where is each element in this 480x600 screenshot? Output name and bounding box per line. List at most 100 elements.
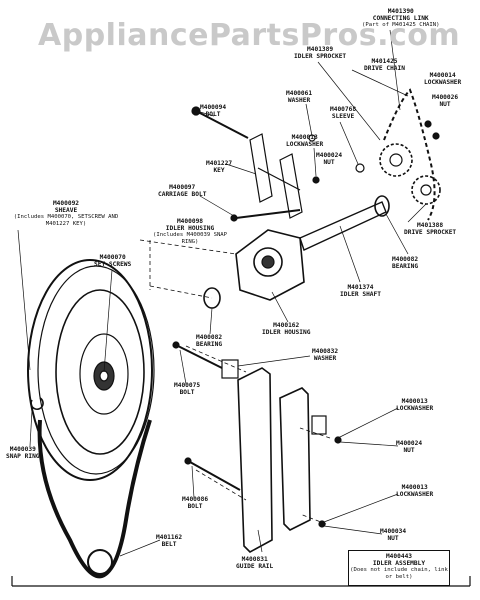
part-number: M400082 bbox=[392, 256, 419, 263]
nut-top-part bbox=[312, 176, 320, 184]
label-belt: M401162 BELT bbox=[156, 534, 182, 548]
carriage-bolt-part bbox=[230, 209, 301, 222]
part-name: SHEAVE bbox=[54, 207, 78, 214]
upper-bracket bbox=[249, 133, 303, 219]
label-lockwasher-top: M400013 LOCKWASHER bbox=[286, 134, 323, 148]
part-number: M401374 bbox=[347, 284, 374, 291]
part-name: WASHER bbox=[313, 355, 337, 362]
part-number: M400024 bbox=[396, 440, 423, 447]
part-number: M400034 bbox=[380, 528, 407, 535]
label-guide-rail: M400831 GUIDE RAIL bbox=[236, 556, 273, 570]
label-set-screws: M400070 SET SCREWS bbox=[94, 254, 131, 268]
label-drive-sprocket: M401388 DRIVE SPROCKET bbox=[404, 222, 456, 236]
part-number: M400039 bbox=[9, 446, 36, 453]
idler-sprocket-part bbox=[379, 143, 413, 177]
part-number: M400162 bbox=[273, 322, 300, 329]
nut-mid-part bbox=[334, 436, 342, 444]
part-number: M400443 bbox=[385, 553, 413, 560]
part-name: BEARING bbox=[392, 263, 419, 270]
part-name: BELT bbox=[161, 541, 177, 548]
part-name: IDLER SPROCKET bbox=[294, 53, 347, 60]
part-number: M400098 bbox=[176, 218, 204, 225]
label-key: M401227 KEY bbox=[206, 160, 232, 174]
label-drive-chain: M401425 DRIVE CHAIN bbox=[364, 58, 405, 72]
part-number: M400024 bbox=[316, 152, 343, 159]
part-name: IDLER HOUSING bbox=[262, 329, 311, 336]
label-carriage-bolt: M400097 CARRIAGE BOLT bbox=[158, 184, 206, 198]
guide-rail-part bbox=[237, 367, 311, 553]
washer-mid-part bbox=[221, 359, 239, 379]
idler-shaft-part bbox=[299, 201, 387, 251]
label-lockwasher-low: M400013 LOCKWASHER bbox=[396, 484, 433, 498]
part-number: M400013 bbox=[401, 484, 428, 491]
top-bolt-part bbox=[191, 106, 249, 139]
label-snap-ring: M400039 SNAP RING bbox=[6, 446, 40, 460]
leader-lines bbox=[17, 29, 427, 557]
part-number: M400768 bbox=[330, 106, 357, 113]
part-name: LOCKWASHER bbox=[424, 79, 462, 86]
part-number: M400082 bbox=[196, 334, 223, 341]
part-note: (Includes M400070, SETSCREW AND M401227 … bbox=[13, 214, 119, 227]
part-name: CONNECTING LINK bbox=[372, 15, 429, 22]
part-name: LOCKWASHER bbox=[286, 141, 324, 148]
part-note: (Includes M400039 SNAP RING) bbox=[152, 232, 228, 245]
part-name: CARRIAGE BOLT bbox=[158, 191, 207, 198]
part-name: NUT bbox=[387, 535, 399, 542]
assembly-bracket bbox=[11, 576, 471, 587]
bearing-right-part bbox=[374, 195, 390, 217]
sleeve-part bbox=[355, 163, 365, 173]
label-bolt-mid: M400075 BOLT bbox=[174, 382, 200, 396]
label-washer-top: M400061 WASHER bbox=[286, 90, 312, 104]
part-number: M400061 bbox=[286, 90, 313, 97]
part-number: M401389 bbox=[307, 46, 334, 53]
label-idler-shaft: M401374 IDLER SHAFT bbox=[340, 284, 381, 298]
label-connecting-link: M401390 CONNECTING LINK (Part of M401425… bbox=[362, 8, 439, 29]
part-name: BOLT bbox=[205, 111, 221, 118]
part-number: M400013 bbox=[401, 398, 428, 405]
part-name: SNAP RING bbox=[6, 453, 40, 460]
part-name: NUT bbox=[323, 159, 335, 166]
part-number: M400097 bbox=[169, 184, 196, 191]
part-name: IDLER SHAFT bbox=[340, 291, 381, 298]
label-sleeve: M400768 SLEEVE bbox=[330, 106, 356, 120]
nut-top-right-part bbox=[432, 132, 440, 140]
snap-ring-part bbox=[30, 397, 44, 411]
part-number: M400832 bbox=[312, 348, 339, 355]
part-name: SET SCREWS bbox=[94, 261, 132, 268]
part-name: BOLT bbox=[187, 503, 203, 510]
part-name: DRIVE SPROCKET bbox=[404, 229, 457, 236]
bolt-mid-part bbox=[172, 341, 223, 369]
part-number: M400014 bbox=[429, 72, 456, 79]
part-number: M401388 bbox=[417, 222, 444, 229]
label-idler-housing: M400162 IDLER HOUSING bbox=[262, 322, 310, 336]
part-name: KEY bbox=[213, 167, 225, 174]
bolt-low-part bbox=[184, 457, 241, 491]
part-name: NUT bbox=[439, 101, 451, 108]
idler-assembly-box bbox=[348, 550, 450, 586]
part-number: M400013 bbox=[291, 134, 318, 141]
belt-loop bbox=[37, 419, 152, 579]
part-number: M400086 bbox=[182, 496, 209, 503]
label-sheave: M400092 SHEAVE (Includes M400070, SETSCR… bbox=[4, 200, 128, 228]
part-name: LOCKWASHER bbox=[396, 491, 434, 498]
part-name: SLEEVE bbox=[331, 113, 355, 120]
part-name: DRIVE CHAIN bbox=[364, 65, 405, 72]
sheave-pulley bbox=[27, 259, 155, 481]
label-nut-top-right: M400026 NUT bbox=[432, 94, 458, 108]
label-idler-sprocket: M401389 IDLER SPROCKET bbox=[294, 46, 346, 60]
nut-low-part bbox=[318, 520, 326, 528]
drive-chain-part bbox=[383, 88, 436, 221]
label-lockwasher-top-right: M400014 LOCKWASHER bbox=[424, 72, 461, 86]
label-nut-low: M400034 NUT bbox=[380, 528, 406, 542]
part-name: NUT bbox=[403, 447, 415, 454]
label-washer-mid: M400832 WASHER bbox=[312, 348, 338, 362]
drive-sprocket-part bbox=[411, 175, 441, 205]
part-number: M400092 bbox=[52, 200, 80, 207]
part-number: M401227 bbox=[206, 160, 233, 167]
part-note: (Part of M401425 CHAIN) bbox=[362, 22, 440, 28]
watermark-text: AppliancePartsPros.com bbox=[38, 18, 461, 53]
part-number: M400094 bbox=[200, 104, 227, 111]
label-bearing-right: M400082 BEARING bbox=[392, 256, 418, 270]
part-number: M400070 bbox=[99, 254, 126, 261]
label-idler-assembly: M400443 IDLER ASSEMBLY (Does not include… bbox=[350, 553, 448, 581]
